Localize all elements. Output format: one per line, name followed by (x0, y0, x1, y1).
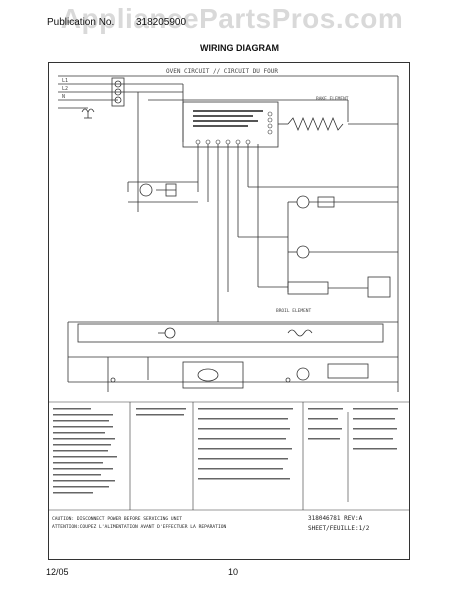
broil-element-label: BROIL ELEMENT (276, 308, 312, 314)
l1-label: L1 (62, 78, 68, 84)
oven-circuit-label: OVEN CIRCUIT // CIRCUIT DU FOUR (166, 68, 278, 75)
footer-date: 12/05 (46, 567, 69, 577)
publication-number: 318205900 (136, 17, 187, 28)
footer-page: 10 (228, 567, 239, 577)
n-label: N (62, 94, 65, 100)
watermark: AppliancePartsPros.com (60, 3, 404, 34)
caution-fr: ATTENTION:COUPEZ L'ALIMENTATION AVANT D'… (52, 524, 226, 530)
doc-number: 318046781 REV:A (308, 515, 363, 522)
page-title: WIRING DIAGRAM (200, 43, 279, 53)
control-board (182, 101, 279, 148)
caution-en: CAUTION: DISCONNECT POWER BEFORE SERVICI… (52, 516, 182, 522)
bake-element-label: BAKE ELEMENT (316, 96, 349, 102)
wiring-diagram: OVEN CIRCUIT // CIRCUIT DU FOUR L1 L2 N (48, 62, 410, 560)
sheet-number: SHEET/FEUILLE:1/2 (308, 525, 370, 532)
l2-label: L2 (62, 86, 68, 92)
publication-label: Publication No. (47, 17, 115, 28)
